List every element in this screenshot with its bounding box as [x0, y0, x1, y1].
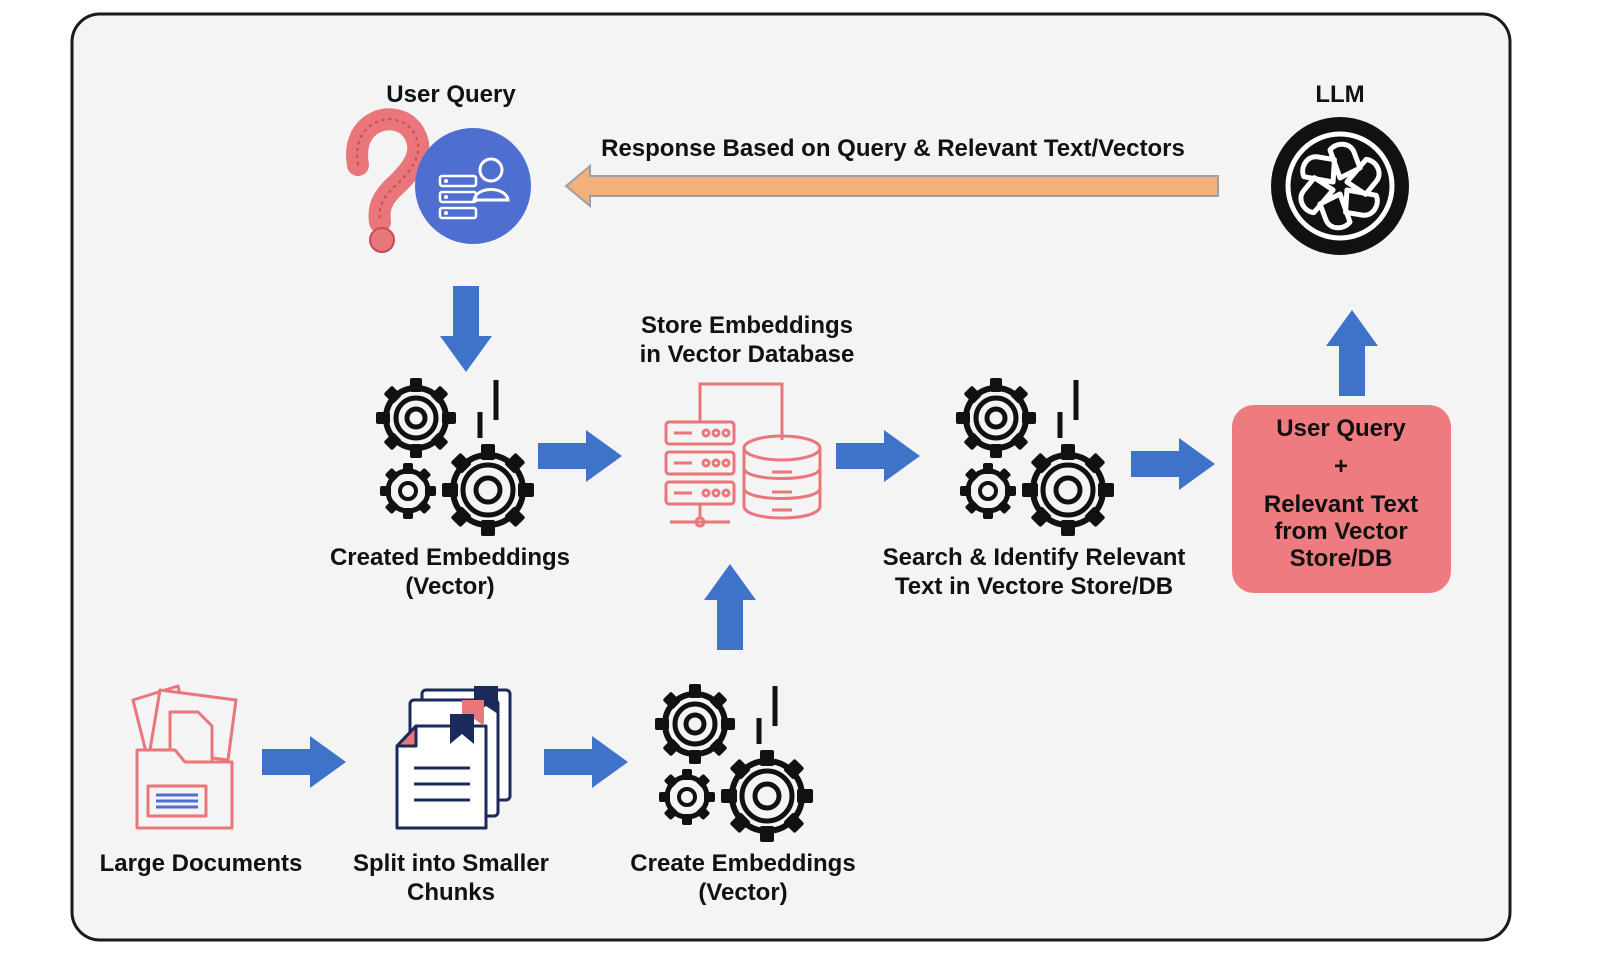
stacked-pages-icon: [395, 686, 512, 830]
response-arrow: [564, 163, 1219, 209]
created-embeddings-label-2: (Vector): [405, 573, 494, 600]
create-embeddings-label-1: Create Embeddings: [630, 850, 855, 877]
query-box-line-2: +: [1334, 453, 1348, 480]
large-documents-label: Large Documents: [100, 850, 303, 877]
server-database-icon: [664, 382, 822, 528]
query-box-line-3: Relevant Text: [1264, 491, 1418, 518]
question-mark-user-icon: [346, 108, 531, 253]
user-query-label: User Query: [386, 81, 516, 108]
split-chunks-label-1: Split into Smaller: [353, 850, 549, 877]
query-box-line-1: User Query: [1276, 415, 1406, 442]
split-chunks-label-2: Chunks: [407, 879, 495, 906]
folder-documents-icon: [131, 684, 238, 830]
llm-logo-icon: [1271, 117, 1409, 255]
response-arrow-label: Response Based on Query & Relevant Text/…: [601, 135, 1185, 162]
query-box-line-5: Store/DB: [1290, 545, 1393, 572]
store-embeddings-label-2: in Vector Database: [640, 341, 855, 368]
search-identify-label-2: Text in Vectore Store/DB: [895, 573, 1173, 600]
llm-label: LLM: [1315, 81, 1364, 108]
search-identify-label-1: Search & Identify Relevant: [883, 544, 1186, 571]
query-box-line-4: from Vector: [1274, 518, 1407, 545]
query-context-box: [1232, 405, 1451, 593]
store-embeddings-label-1: Store Embeddings: [641, 312, 853, 339]
created-embeddings-label-1: Created Embeddings: [330, 544, 570, 571]
create-embeddings-label-2: (Vector): [698, 879, 787, 906]
